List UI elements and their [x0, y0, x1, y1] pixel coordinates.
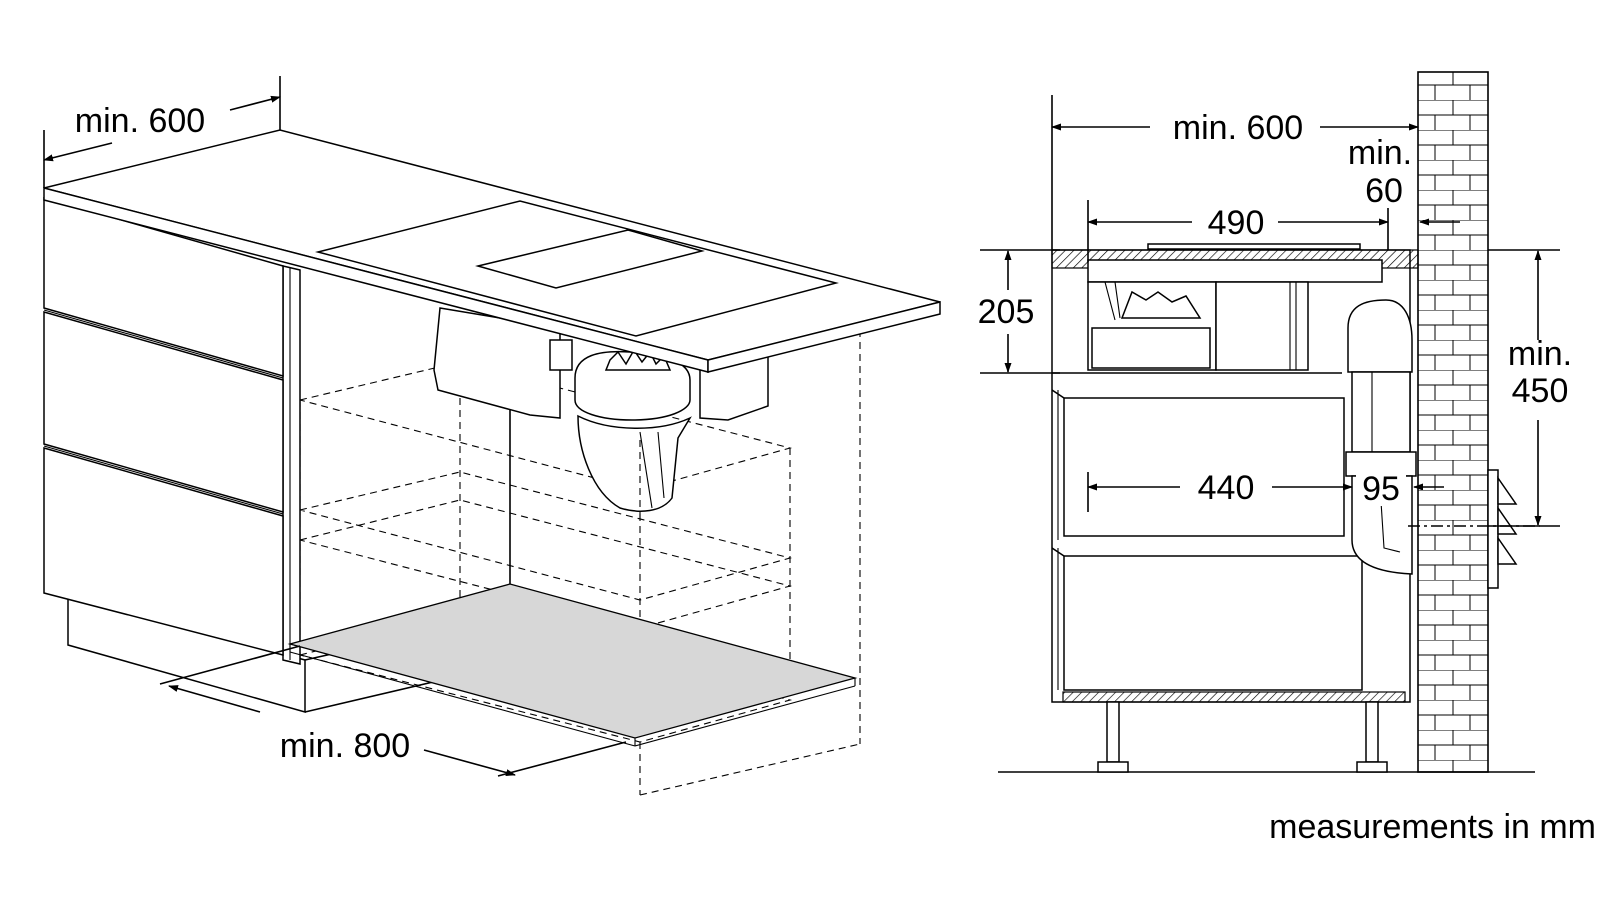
drawer-front-top: [43, 197, 284, 377]
cabinet-legs: [1097, 701, 1388, 773]
cabinet-side-panel: [282, 265, 301, 665]
wall-gap-label-line1: min.: [1348, 134, 1412, 172]
width-dimension: min. 600: [43, 76, 281, 188]
hob-height-dimension: 205: [978, 249, 1060, 374]
worktop: [43, 129, 941, 373]
cabinet-front: [43, 197, 284, 656]
width-label: min. 600: [75, 102, 205, 140]
duct-label: 95: [1362, 470, 1400, 508]
outlet-height-dimension: min. 450: [1488, 249, 1572, 527]
hob-body: [1087, 259, 1383, 283]
exhaust-duct: [1345, 299, 1417, 575]
wall-gap-dimension: min. 60: [1348, 134, 1460, 226]
wall-gap-label-line2: 60: [1365, 172, 1403, 210]
drawer-depth-dimension: 440: [1087, 469, 1353, 512]
outlet-height-label-line2: 450: [1512, 372, 1569, 410]
fan-housing: [577, 414, 692, 512]
duct-size-dimension: 95: [1356, 470, 1444, 508]
brick-wall: [1417, 71, 1489, 773]
side-drawer-lower: [1063, 555, 1363, 691]
bottom-shelf: [287, 583, 858, 739]
extractor-unit: [433, 307, 769, 512]
side-width-dimension: min. 600: [1051, 95, 1419, 250]
depth-label: min. 800: [280, 727, 410, 765]
hob-depth-dimension: 490: [1087, 200, 1389, 262]
perspective-view: min. 600 min. 800: [43, 76, 941, 796]
drawer-depth-label: 440: [1198, 469, 1255, 507]
cooktop-vent-panel: [475, 229, 705, 289]
drawer-front-middle: [43, 311, 284, 513]
depth-dimension: min. 800: [159, 645, 627, 777]
hob-height-label: 205: [978, 293, 1035, 331]
units-note: measurements in mm: [1269, 808, 1596, 846]
hob-depth-label: 490: [1208, 204, 1265, 242]
side-drawer-upper: [1063, 397, 1345, 537]
outlet-height-label-line1: min.: [1508, 335, 1572, 373]
side-section-view: min. 600 min. 60 490 205: [978, 71, 1572, 773]
side-width-label: min. 600: [1173, 109, 1303, 147]
drawer-front-bottom: [43, 447, 284, 656]
cabinet-base: [1062, 691, 1406, 703]
